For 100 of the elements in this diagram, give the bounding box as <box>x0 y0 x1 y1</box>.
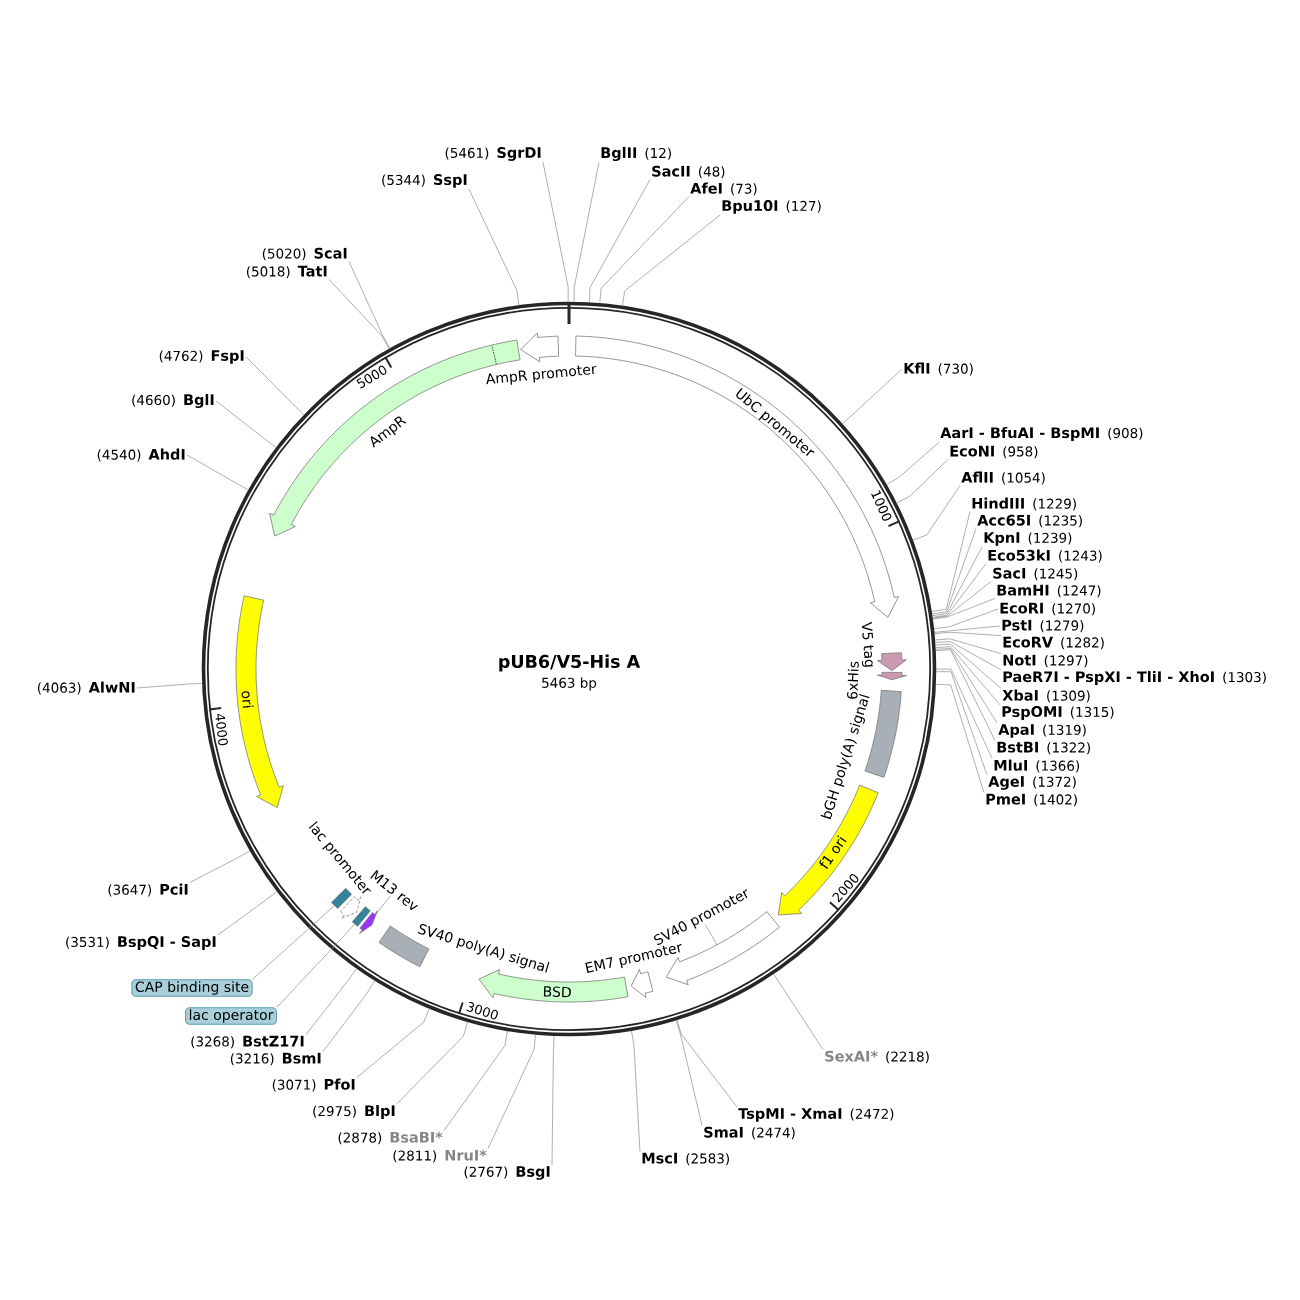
leader-line <box>935 671 988 776</box>
site-label: ApaI (1319) <box>998 724 1086 738</box>
leader-line <box>305 968 357 1035</box>
leader-line <box>542 161 569 303</box>
leader-line <box>487 1034 536 1149</box>
site-label: SmaI (2474) <box>704 1126 795 1140</box>
site-label: (2975) BlpI <box>313 1104 395 1119</box>
leader-line <box>932 598 996 620</box>
feature-label: SV40 poly(A) signal <box>417 924 550 973</box>
feature-label: f1 ori <box>819 835 847 869</box>
leader-line <box>935 649 996 741</box>
site-label: EcoRI (1270) <box>1000 602 1095 616</box>
leader-line <box>886 441 940 485</box>
leader-line <box>934 631 1002 636</box>
site-label: (4063) AlwNI <box>37 681 135 695</box>
leader-line <box>468 188 520 306</box>
site-label: PaeR7I - PspXI - TliI - XhoI (1303) <box>1003 670 1266 685</box>
leader-line <box>931 511 971 612</box>
tick-label: 1000 <box>871 490 892 521</box>
leader-line <box>396 1021 468 1105</box>
label-box: CAP binding site <box>131 979 253 997</box>
leader-line <box>245 356 305 416</box>
site-label: (4660) BglI <box>132 393 214 409</box>
leader-line <box>935 668 993 759</box>
site-label: KflI (730) <box>904 362 973 376</box>
leader-line <box>934 625 1001 633</box>
leader-line <box>896 459 949 504</box>
leader-line <box>551 1035 555 1166</box>
leader-line <box>588 179 651 303</box>
site-label: Eco53kI (1243) <box>988 549 1102 563</box>
site-label: Acc65I (1235) <box>977 514 1082 528</box>
leader-line <box>912 485 961 541</box>
feature-label: AmpR promoter <box>486 365 597 385</box>
site-label: (5461) SgrDI <box>445 147 541 161</box>
site-label: Bpu10I (127) <box>722 200 821 214</box>
leader-line <box>217 891 278 936</box>
leader-line <box>935 643 1002 689</box>
leader-line <box>573 161 600 303</box>
leader-line <box>933 608 999 629</box>
site-label: (4540) AhdI <box>97 448 185 462</box>
leader-line <box>189 850 251 883</box>
leader-line <box>186 454 249 491</box>
site-label: SexAI* (2218) <box>825 1050 929 1064</box>
site-label: BamHI (1247) <box>997 584 1101 598</box>
leader-line <box>931 528 977 615</box>
site-label: MluI (1366) <box>994 759 1080 773</box>
site-label: (3071) PfoI <box>272 1078 355 1092</box>
site-label: AarI - BfuAI - BspMI (908) <box>940 426 1143 441</box>
site-label: (3531) BspQI - SapI <box>66 936 216 950</box>
site-label: (2878) BsaBI* <box>338 1131 443 1145</box>
leader-line <box>215 400 277 448</box>
leader-line <box>675 1019 703 1126</box>
site-label: EcoRV (1282) <box>1003 636 1104 650</box>
leader-line <box>935 683 985 793</box>
site-label: AfeI (73) <box>690 182 757 196</box>
leader-line <box>932 546 983 616</box>
tick-label: 3000 <box>466 1001 498 1020</box>
leader-line <box>252 905 335 980</box>
leader-line <box>676 1019 738 1108</box>
feature-label: BSD <box>543 986 571 998</box>
leader-line <box>276 923 356 1008</box>
feature-box <box>351 906 371 927</box>
site-label: KpnI (1239) <box>984 532 1072 546</box>
site-label: AflII (1054) <box>961 471 1045 485</box>
site-label: (5020) ScaI <box>262 247 347 261</box>
leader-line <box>773 973 824 1050</box>
leader-line <box>348 261 391 349</box>
site-label: (3216) BsmI <box>230 1052 321 1066</box>
site-label: HindIII (1229) <box>972 497 1076 511</box>
site-label: SacI (1245) <box>993 567 1078 581</box>
site-label: (4762) FspI <box>159 350 244 364</box>
site-label: PspOMI (1315) <box>1002 706 1114 720</box>
leader-line <box>935 641 1002 671</box>
leader-line <box>374 895 391 916</box>
plasmid-size: 5463 bp <box>542 677 597 691</box>
feature-label: ori <box>241 691 254 708</box>
leader-line <box>934 638 1002 654</box>
leader-line <box>842 368 903 425</box>
feature-band <box>359 910 378 934</box>
leader-line <box>935 648 998 724</box>
leader-line <box>599 196 690 304</box>
leader-line <box>932 563 987 618</box>
site-label: EcoNI (958) <box>950 445 1038 459</box>
leader-line <box>322 980 376 1052</box>
leader-line <box>705 924 718 946</box>
site-label: BstBI (1322) <box>997 741 1090 755</box>
site-label: XbaI (1309) <box>1002 689 1090 703</box>
leader-line <box>622 214 721 306</box>
site-label: AgeI (1372) <box>988 776 1076 790</box>
site-label: (2811) NruI* <box>393 1149 487 1163</box>
site-label: (3268) BstZ17I <box>191 1035 304 1049</box>
site-label: (5344) SspI <box>382 174 467 188</box>
leader-line <box>932 581 992 619</box>
site-label: PmeI (1402) <box>986 793 1077 807</box>
leader-line <box>443 1030 508 1131</box>
site-label: SacII (48) <box>652 165 725 179</box>
site-label: NotI (1297) <box>1003 654 1088 668</box>
leader-line <box>935 646 1001 706</box>
site-label: PstI (1279) <box>1002 619 1084 633</box>
leader-line <box>328 279 390 350</box>
